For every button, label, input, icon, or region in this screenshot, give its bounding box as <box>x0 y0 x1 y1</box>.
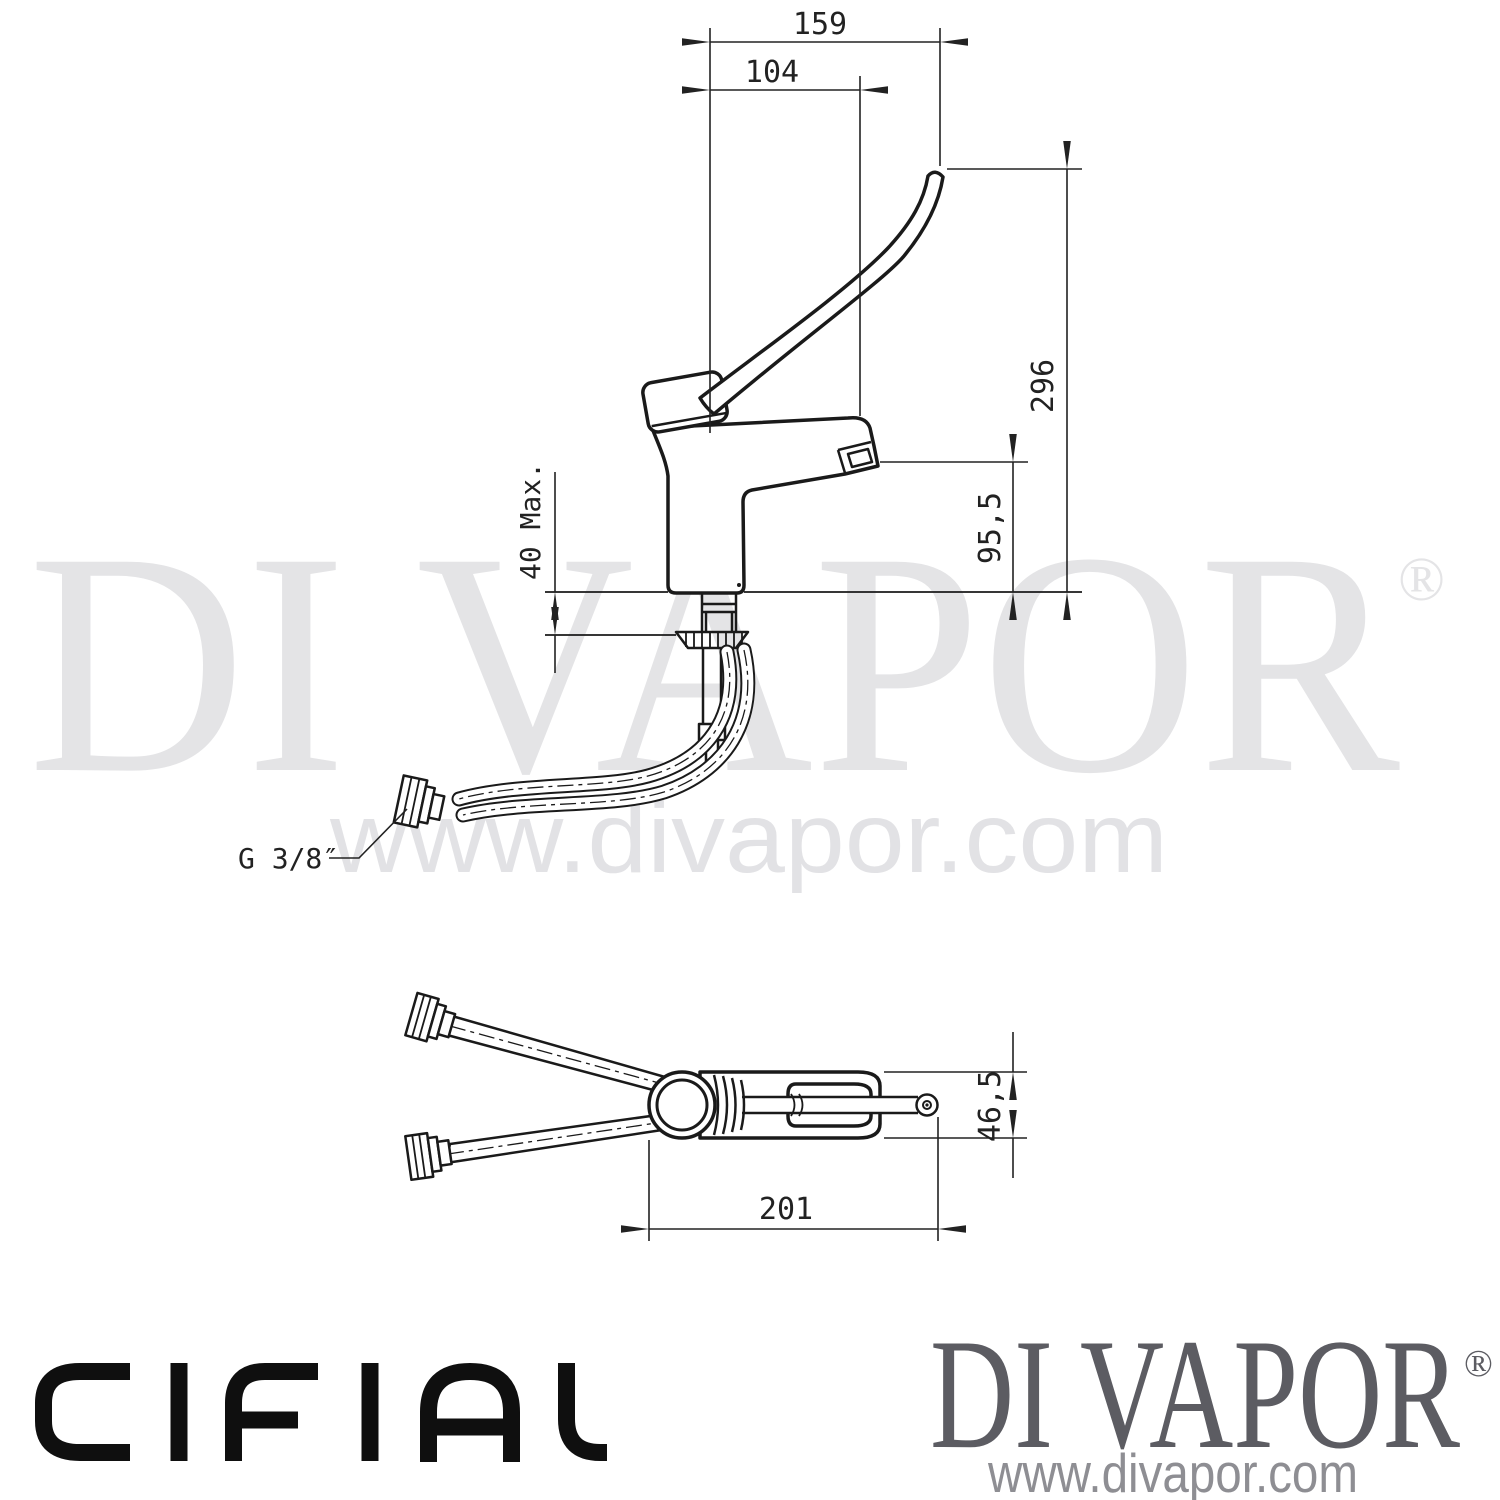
washer-teeth <box>685 633 743 647</box>
hose-upper-tube <box>445 1014 674 1096</box>
fitting-neck <box>427 792 446 822</box>
dim-text-104: 104 <box>745 55 799 90</box>
body-outline <box>650 415 880 595</box>
side-dimension-lines <box>551 38 1071 673</box>
threaded-shank <box>700 592 738 632</box>
supply-hoses <box>392 642 756 829</box>
dim-text-46-5: 46,5 <box>973 1070 1008 1142</box>
lever-rod-plan <box>742 1093 939 1117</box>
cifial-letter-l <box>558 1363 609 1461</box>
watermark-registered-icon: ® <box>1398 546 1445 614</box>
fitting-hex-flats <box>411 994 432 1040</box>
hose-upper-centerline <box>449 1025 671 1087</box>
rod-fill <box>742 1097 918 1113</box>
hose-lower-centerline <box>447 1121 664 1155</box>
rod-tip-ring <box>922 1100 932 1110</box>
rod-tip-dot <box>925 1103 929 1107</box>
dim-text-296: 296 <box>1026 359 1061 413</box>
hose-lower-tube <box>444 1112 667 1165</box>
hose-front-centerline <box>458 651 731 800</box>
base-circle-inner <box>655 1078 709 1132</box>
faucet-top-view: 46,5 201 <box>404 991 1027 1241</box>
cifial-letter-c <box>35 1363 130 1461</box>
faucet-side-view: 159 104 296 95,5 40 Max. G 3/8″ <box>238 7 1082 875</box>
clinical-lever <box>698 170 945 416</box>
hose-fitting-lower <box>404 1131 453 1182</box>
divapor-url: www.divapor.com <box>987 1442 1358 1500</box>
cifial-logo <box>35 1363 609 1462</box>
washer-outline <box>674 630 750 650</box>
divapor-registered-icon: ® <box>1464 1343 1493 1385</box>
shank-thread-lines <box>702 602 736 614</box>
faucet-body <box>650 415 880 595</box>
set-screw-dot <box>737 583 741 587</box>
rod-lines <box>742 1095 918 1115</box>
fitting-hex-flats <box>400 776 421 826</box>
dim-text-connection: G 3/8″ <box>238 842 339 875</box>
body-ring-arcs <box>712 1074 746 1136</box>
base-circle-outer <box>647 1070 717 1140</box>
callout-leader-line <box>329 808 408 859</box>
dim-text-159: 159 <box>793 7 847 42</box>
top-extension-lines <box>648 1071 1027 1241</box>
aerator-inset <box>846 447 874 469</box>
fitting-neck <box>436 1139 453 1167</box>
fitting-hex-flats <box>411 1134 427 1179</box>
divapor-logo: DI VAPOR ® www.divapor.com <box>930 1307 1493 1500</box>
hose-fitting-upper <box>404 991 457 1043</box>
divapor-logo-text: DI VAPOR <box>930 1307 1460 1482</box>
fitting-neck <box>436 1009 457 1039</box>
connection-callout: G 3/8″ <box>238 808 408 875</box>
dim-text-201: 201 <box>759 1192 813 1227</box>
rod-joint-marks <box>790 1093 804 1117</box>
shank-step <box>704 612 734 632</box>
cifial-letter-a <box>420 1363 520 1462</box>
cifial-letter-f <box>225 1363 318 1461</box>
dim-text-40max: 40 Max. <box>514 462 547 580</box>
aerator-split-lines <box>836 440 872 474</box>
top-view-hoses <box>404 991 674 1182</box>
hose-rear-centerline <box>462 649 749 816</box>
dim-text-95-5: 95,5 <box>973 492 1008 564</box>
top-dimension-lines <box>621 1032 1017 1233</box>
mounting-washer <box>674 630 750 650</box>
side-extension-lines <box>709 28 1082 463</box>
deck-lines <box>545 591 1082 636</box>
